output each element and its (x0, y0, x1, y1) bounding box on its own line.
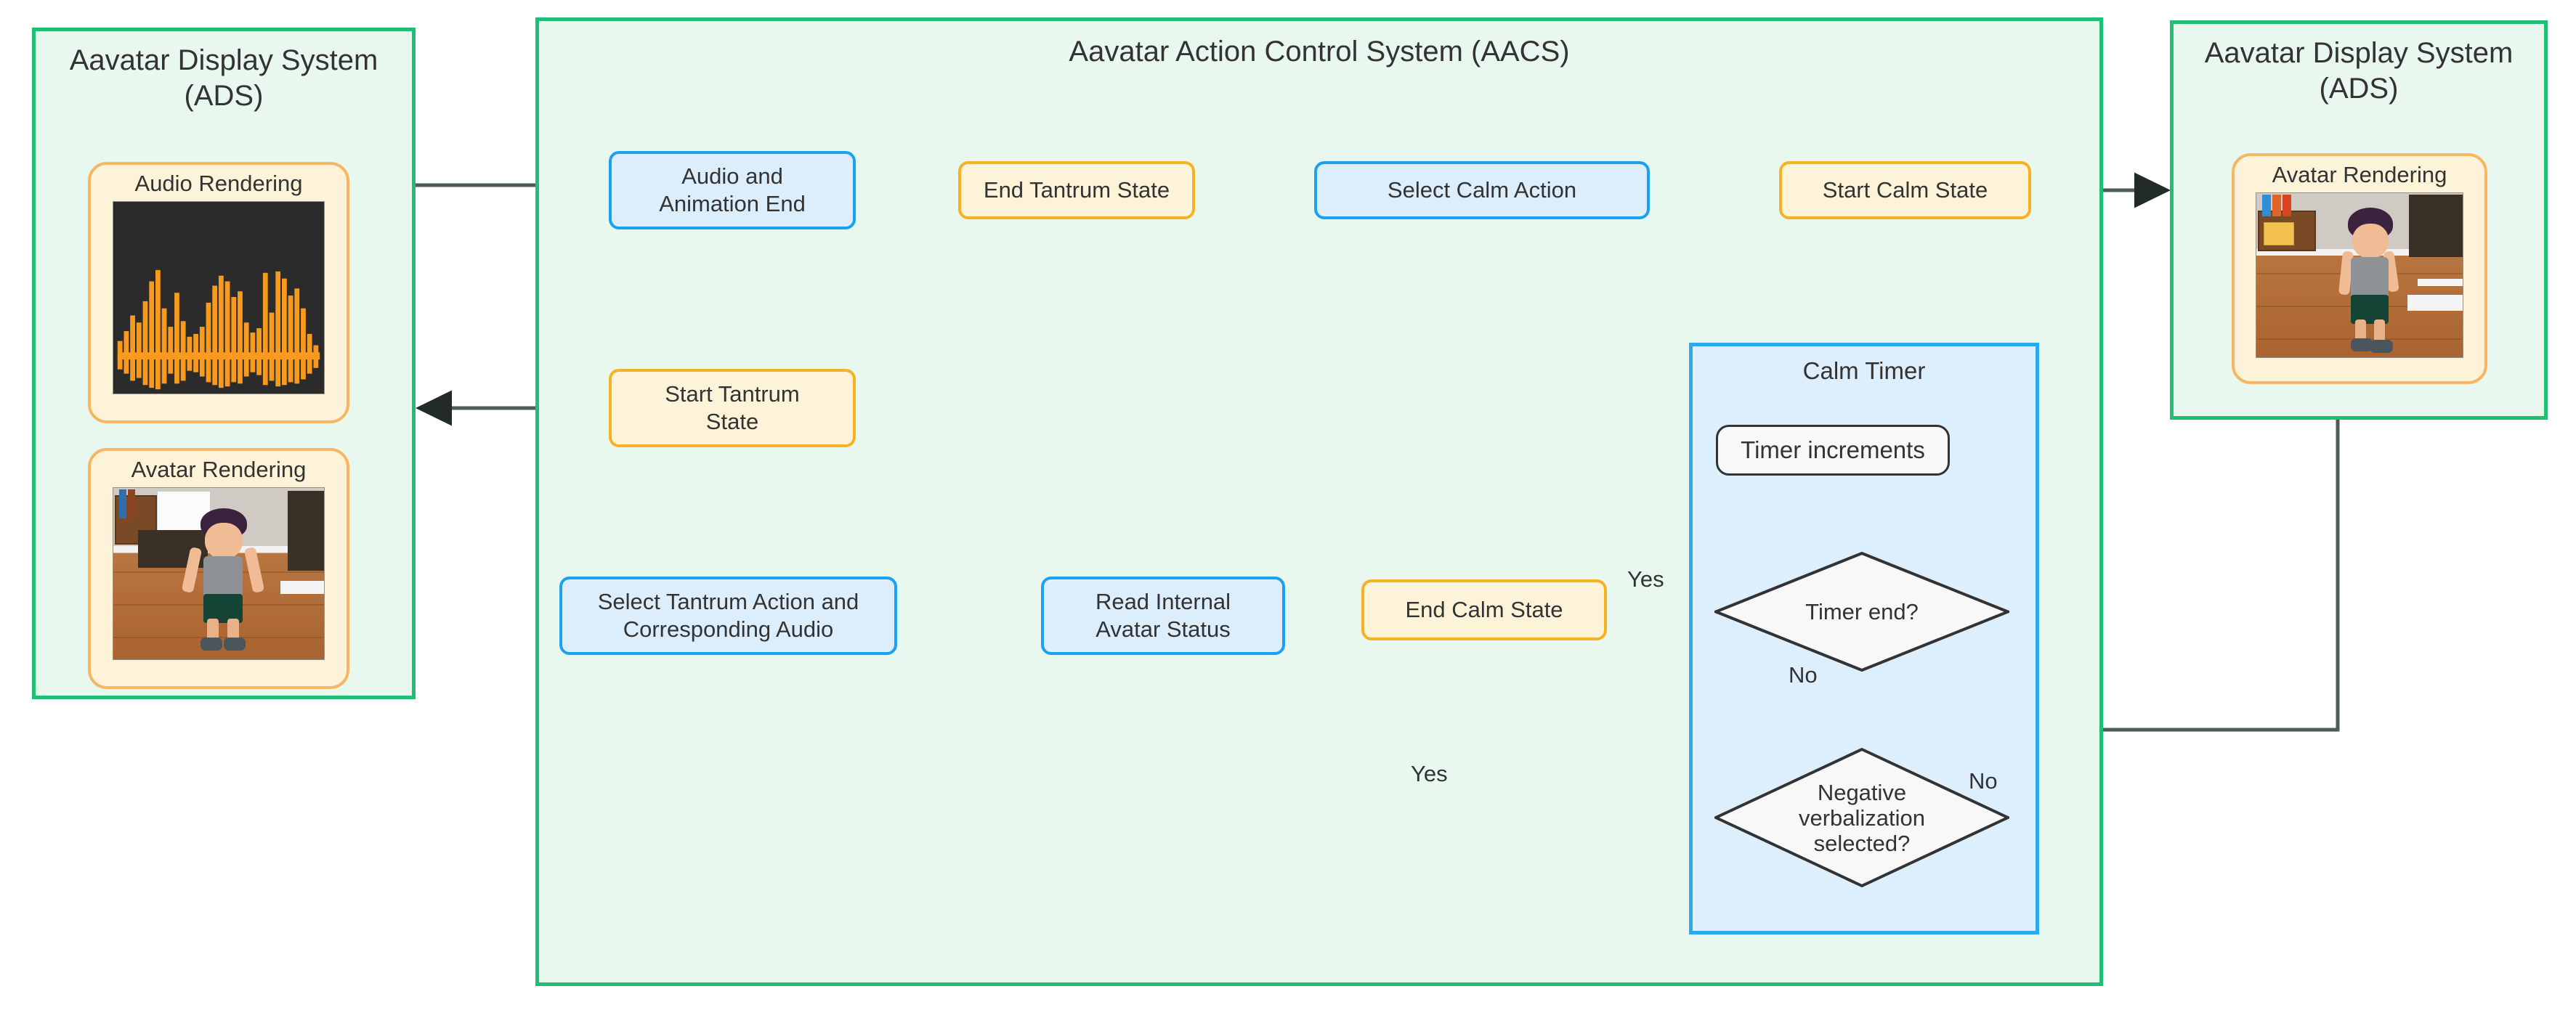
edge-label-timer-end-no: No (1789, 662, 1818, 688)
node-timer-increments[interactable]: Timer increments (1716, 425, 1950, 476)
audio-waveform-icon (113, 201, 325, 394)
edge-label-negative-no: No (1969, 768, 1998, 794)
node-select-tantrum-action[interactable]: Select Tantrum Action and Corresponding … (559, 577, 897, 655)
node-end-tantrum-state[interactable]: End Tantrum State (958, 161, 1195, 219)
node-end-calm-state[interactable]: End Calm State (1361, 579, 1607, 640)
panel-ads-right: Aavatar Display System (ADS) Avatar Rend… (2170, 20, 2548, 420)
node-read-internal-avatar-status[interactable]: Read Internal Avatar Status (1041, 577, 1285, 655)
card-audio-rendering: Audio Rendering (88, 162, 349, 423)
panel-calm-timer-title: Calm Timer (1802, 357, 1926, 384)
node-start-calm-state[interactable]: Start Calm State (1779, 161, 2031, 219)
decision-timer-end-label: Timer end? (1805, 599, 1919, 624)
card-avatar-rendering-tantrum-caption: Avatar Rendering (131, 457, 307, 482)
edge-label-timer-end-yes: Yes (1627, 566, 1664, 592)
card-audio-rendering-caption: Audio Rendering (134, 171, 303, 196)
avatar-scene-tantrum-icon (113, 487, 325, 660)
panel-ads-left: Aavatar Display System (ADS) Audio Rende… (32, 28, 416, 699)
edge-label-negative-yes: Yes (1411, 761, 1448, 786)
avatar-scene-calm-icon (2256, 192, 2463, 358)
node-select-calm-action[interactable]: Select Calm Action (1314, 161, 1650, 219)
panel-ads-right-title: Aavatar Display System (ADS) (2204, 37, 2514, 105)
card-avatar-rendering-tantrum: Avatar Rendering (88, 448, 349, 689)
panel-ads-left-title: Aavatar Display System (ADS) (69, 44, 378, 112)
node-start-tantrum-state[interactable]: Start Tantrum State (609, 369, 856, 447)
panel-aacs-title: Aavatar Action Control System (AACS) (1069, 36, 1570, 68)
decision-negative-verbalization-label: Negative verbalization selected? (1798, 779, 1926, 856)
card-avatar-rendering-calm-caption: Avatar Rendering (2272, 162, 2447, 187)
decision-timer-end[interactable]: Timer end? (1714, 552, 2009, 672)
decision-negative-verbalization[interactable]: Negative verbalization selected? (1714, 748, 2009, 887)
node-audio-animation-end[interactable]: Audio and Animation End (609, 151, 856, 229)
card-avatar-rendering-calm: Avatar Rendering (2232, 153, 2487, 384)
